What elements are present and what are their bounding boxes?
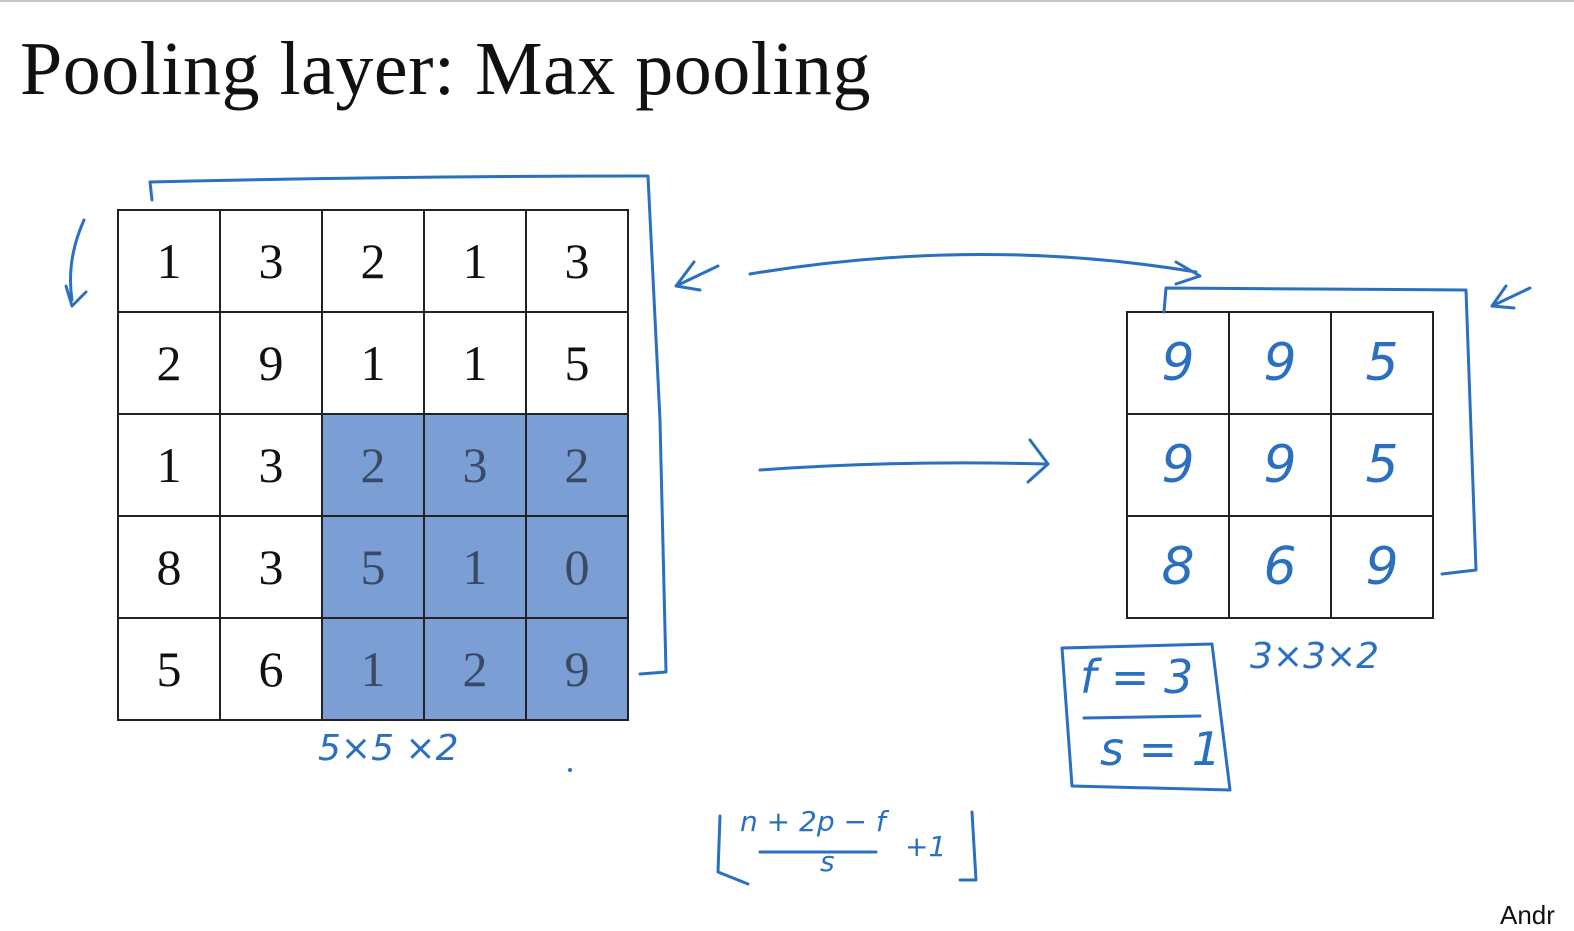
input-cell: 1	[423, 209, 527, 313]
input-cell: 2	[321, 209, 425, 313]
input-cell: 8	[117, 515, 221, 619]
input-cell: 3	[219, 209, 323, 313]
input-cell: 1	[117, 413, 221, 517]
output-cell: 8	[1126, 515, 1230, 619]
left-arrow-icon	[674, 260, 720, 292]
input-cell: 9	[219, 311, 323, 415]
rotate-arrow-icon	[64, 218, 88, 308]
input-cell: 3	[423, 413, 527, 517]
output-cell: 9	[1228, 413, 1332, 517]
input-cell: 2	[117, 311, 221, 415]
hyperparams-divider	[1082, 714, 1202, 720]
output-cell: 5	[1330, 311, 1434, 415]
curved-arrow-icon	[748, 253, 1202, 286]
slide-title: Pooling layer: Max pooling	[20, 27, 872, 111]
ink-dot	[568, 768, 572, 772]
formula-right-bracket	[958, 810, 978, 882]
input-cell: 9	[525, 617, 629, 721]
formula-numerator: n + 2p − f	[740, 805, 886, 838]
filter-size-label: f = 3	[1080, 650, 1194, 704]
input-cell: 3	[219, 413, 323, 517]
output-dimensions-label: 3×3×2	[1250, 636, 1380, 677]
input-dimensions-label: 5×5 ×2	[318, 728, 459, 769]
input-cell: 6	[219, 617, 323, 721]
input-cell: 2	[423, 617, 527, 721]
stride-label: s = 1	[1100, 722, 1222, 776]
formula-suffix: +1	[905, 830, 947, 863]
input-cell: 3	[525, 209, 629, 313]
top-rule	[0, 0, 1574, 2]
input-cell: 5	[117, 617, 221, 721]
output-cell: 9	[1126, 413, 1230, 517]
right-arrow-icon	[758, 438, 1050, 484]
output-arrow-icon	[1490, 284, 1532, 310]
input-cell: 5	[321, 515, 425, 619]
formula-denominator: s	[820, 845, 835, 878]
input-cell: 0	[525, 515, 629, 619]
input-cell: 1	[117, 209, 221, 313]
input-cell: 1	[423, 311, 527, 415]
output-cell: 6	[1228, 515, 1332, 619]
input-cell: 1	[423, 515, 527, 619]
input-cell: 2	[525, 413, 629, 517]
output-cell: 9	[1126, 311, 1230, 415]
output-cell: 9	[1228, 311, 1332, 415]
input-cell: 3	[219, 515, 323, 619]
output-cell: 9	[1330, 515, 1434, 619]
input-cell: 2	[321, 413, 425, 517]
input-cell: 1	[321, 311, 425, 415]
output-cell: 5	[1330, 413, 1434, 517]
input-cell: 1	[321, 617, 425, 721]
author-credit: Andr	[1500, 900, 1555, 930]
input-cell: 5	[525, 311, 629, 415]
